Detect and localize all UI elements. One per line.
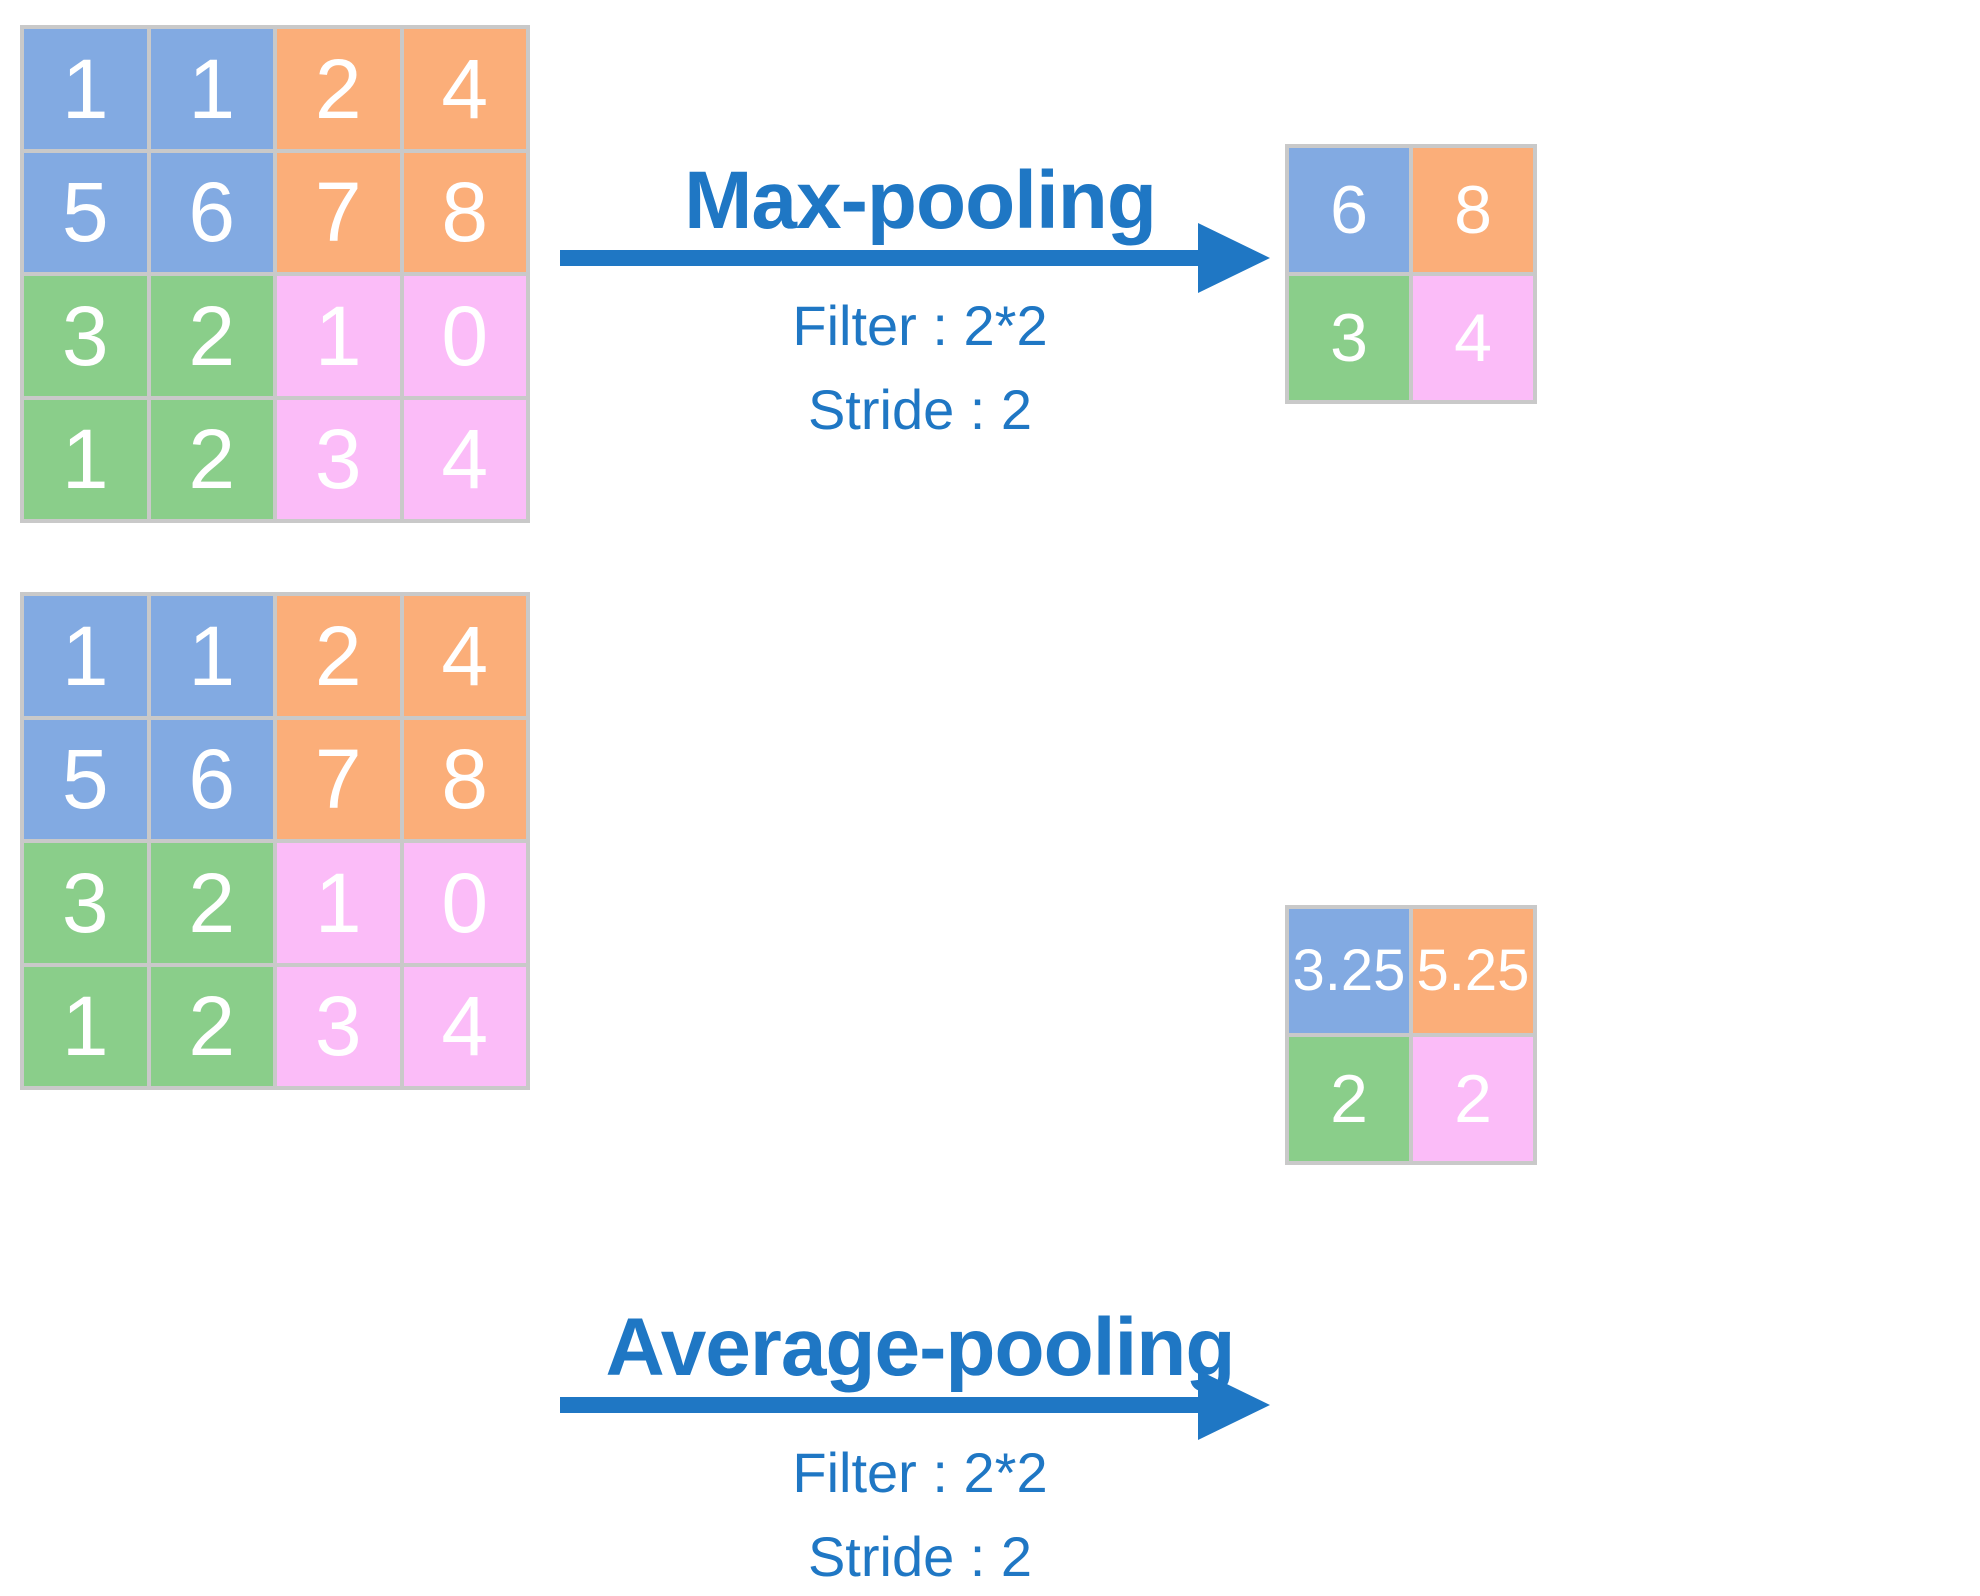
input-cell: 2 bbox=[150, 276, 273, 396]
stride-label: Stride : 2 bbox=[807, 377, 1033, 441]
arrow-right-icon bbox=[560, 1370, 1280, 1440]
output-cell: 8 bbox=[1413, 148, 1533, 272]
output-feature-map-avg: 3.25 5.25 2 2 bbox=[1285, 905, 1537, 1165]
input-cell: 7 bbox=[277, 719, 400, 839]
input-cell: 3 bbox=[24, 843, 147, 963]
output-cell: 2 bbox=[1413, 1037, 1533, 1161]
input-cell: 2 bbox=[150, 843, 273, 963]
stride-label: Stride : 2 bbox=[807, 1524, 1033, 1588]
input-cell: 1 bbox=[150, 596, 273, 716]
output-cell: 2 bbox=[1289, 1037, 1409, 1161]
input-cell: 2 bbox=[150, 966, 273, 1086]
input-cell: 3 bbox=[277, 966, 400, 1086]
input-cell: 4 bbox=[403, 966, 526, 1086]
arrow-head bbox=[1198, 223, 1270, 293]
input-cell: 4 bbox=[403, 596, 526, 716]
output-cell: 3 bbox=[1289, 276, 1409, 400]
input-feature-map-avg: 1 1 2 4 5 6 7 8 3 2 1 0 1 2 3 4 bbox=[20, 592, 530, 1090]
average-pooling-operation-label: Average-pooling Filter : 2*2 Stride : 2 bbox=[560, 1307, 1280, 1596]
input-cell: 8 bbox=[403, 719, 526, 839]
output-cell: 4 bbox=[1413, 276, 1533, 400]
input-feature-map-max: 1 1 2 4 5 6 7 8 3 2 1 0 1 2 3 4 bbox=[20, 25, 530, 523]
filter-label: Filter : 2*2 bbox=[792, 294, 1048, 357]
input-cell: 2 bbox=[277, 596, 400, 716]
max-pooling-section: 1 1 2 4 5 6 7 8 3 2 1 0 1 2 3 4 Max-pool… bbox=[0, 0, 1980, 660]
operation-title: Average-pooling bbox=[605, 1302, 1236, 1393]
arrow-right-icon bbox=[560, 223, 1280, 293]
average-pooling-section: 1 1 2 4 5 6 7 8 3 2 1 0 1 2 3 4 Average-… bbox=[0, 567, 1980, 1588]
output-cell: 6 bbox=[1289, 148, 1409, 272]
input-cell: 8 bbox=[403, 152, 526, 272]
input-cell: 6 bbox=[150, 719, 273, 839]
filter-label: Filter : 2*2 bbox=[792, 1441, 1048, 1504]
input-cell: 1 bbox=[24, 399, 147, 519]
input-cell: 5 bbox=[24, 719, 147, 839]
input-cell: 1 bbox=[277, 843, 400, 963]
arrow-head bbox=[1198, 1370, 1270, 1440]
input-cell: 5 bbox=[24, 152, 147, 272]
input-cell: 4 bbox=[403, 399, 526, 519]
arrow-shaft bbox=[560, 250, 1210, 266]
max-pooling-operation-label: Max-pooling Filter : 2*2 Stride : 2 bbox=[560, 160, 1280, 449]
output-feature-map-max: 6 8 3 4 bbox=[1285, 144, 1537, 404]
input-cell: 1 bbox=[24, 966, 147, 1086]
input-cell: 2 bbox=[277, 29, 400, 149]
input-cell: 1 bbox=[24, 596, 147, 716]
output-cell: 3.25 bbox=[1289, 909, 1409, 1033]
operation-title: Max-pooling bbox=[684, 155, 1157, 246]
input-cell: 1 bbox=[277, 276, 400, 396]
input-cell: 1 bbox=[24, 29, 147, 149]
input-cell: 6 bbox=[150, 152, 273, 272]
input-cell: 3 bbox=[24, 276, 147, 396]
output-cell: 5.25 bbox=[1413, 909, 1533, 1033]
input-cell: 2 bbox=[150, 399, 273, 519]
input-cell: 0 bbox=[403, 276, 526, 396]
input-cell: 4 bbox=[403, 29, 526, 149]
input-cell: 7 bbox=[277, 152, 400, 272]
input-cell: 3 bbox=[277, 399, 400, 519]
input-cell: 0 bbox=[403, 843, 526, 963]
input-cell: 1 bbox=[150, 29, 273, 149]
arrow-shaft bbox=[560, 1397, 1210, 1413]
